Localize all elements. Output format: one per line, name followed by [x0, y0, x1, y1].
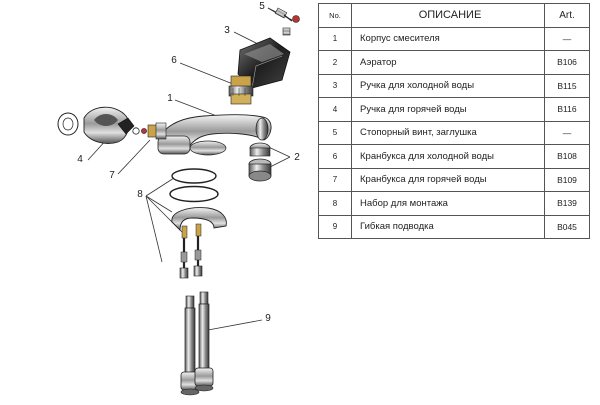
row-art: B116 [544, 97, 590, 122]
row-no: 5 [318, 120, 352, 145]
table-row: 9 Гибкая подводка B045 [318, 214, 590, 239]
callout-5: 5 [259, 1, 265, 12]
table-row: 5 Стопорный винт, заглушка — [318, 120, 590, 145]
callout-2: 2 [294, 152, 300, 163]
row-description: Кранбукса для холодной воды [351, 144, 545, 169]
callout-4: 4 [77, 154, 83, 165]
row-description: Аэратор [351, 50, 545, 75]
row-no: 1 [318, 26, 352, 51]
header-art: Art. [544, 3, 590, 28]
row-no: 3 [318, 73, 352, 98]
row-no: 9 [318, 214, 352, 239]
row-art: B139 [544, 191, 590, 216]
parts-table: No. ОПИСАНИЕ Art. 1 Корпус смесителя — 2… [318, 3, 590, 239]
callout-1: 1 [167, 93, 173, 104]
row-description: Корпус смесителя [351, 26, 545, 51]
table-header-row: No. ОПИСАНИЕ Art. [318, 3, 590, 28]
header-description: ОПИСАНИЕ [351, 3, 545, 28]
leader-lines [87, 7, 293, 331]
row-art: B109 [544, 167, 590, 192]
callout-6: 6 [171, 55, 177, 66]
row-art: B106 [544, 50, 590, 75]
callout-3: 3 [224, 25, 230, 36]
row-description: Стопорный винт, заглушка [351, 120, 545, 145]
table-row: 4 Ручка для горячей воды B116 [318, 97, 590, 122]
header-no: No. [318, 3, 352, 28]
part-8-mounting-kit [169, 168, 227, 279]
table-row: 7 Кранбукса для горячей воды B109 [318, 167, 590, 192]
row-description: Набор для монтажа [351, 191, 545, 216]
row-art: B115 [544, 73, 590, 98]
part-5-screw [274, 7, 300, 36]
table-row: 3 Ручка для холодной воды B115 [318, 73, 590, 98]
row-description: Гибкая подводка [351, 214, 545, 239]
callout-8: 8 [137, 189, 143, 200]
part-3-handle-cold [237, 37, 291, 89]
row-art: B045 [544, 214, 590, 239]
part-1-faucet-body [157, 114, 272, 156]
callouts: 3 5 6 1 2 4 7 8 9 [77, 1, 300, 324]
table-row: 6 Кранбукса для холодной воды B108 [318, 144, 590, 169]
row-art: — [544, 26, 590, 51]
row-description: Ручка для горячей воды [351, 97, 545, 122]
row-no: 4 [318, 97, 352, 122]
table-row: 8 Набор для монтажа B139 [318, 191, 590, 216]
part-2-aerator [248, 142, 272, 182]
row-no: 6 [318, 144, 352, 169]
row-no: 7 [318, 167, 352, 192]
row-description: Кранбукса для горячей воды [351, 167, 545, 192]
part-6-cartridge-cold [228, 75, 254, 105]
row-art: — [544, 120, 590, 145]
row-description: Ручка для холодной воды [351, 73, 545, 98]
table-row: 1 Корпус смесителя — [318, 26, 590, 51]
part-9-flexible-hoses [180, 291, 214, 396]
exploded-view-diagram: 3 5 6 1 2 4 7 8 9 [57, 1, 300, 396]
table-row: 2 Аэратор B106 [318, 50, 590, 75]
row-no: 8 [318, 191, 352, 216]
row-art: B108 [544, 144, 590, 169]
part-7-cartridge-hot [132, 122, 167, 140]
row-no: 2 [318, 50, 352, 75]
part-4-handle-hot [57, 106, 135, 144]
callout-9: 9 [265, 313, 271, 324]
callout-7: 7 [109, 170, 115, 181]
